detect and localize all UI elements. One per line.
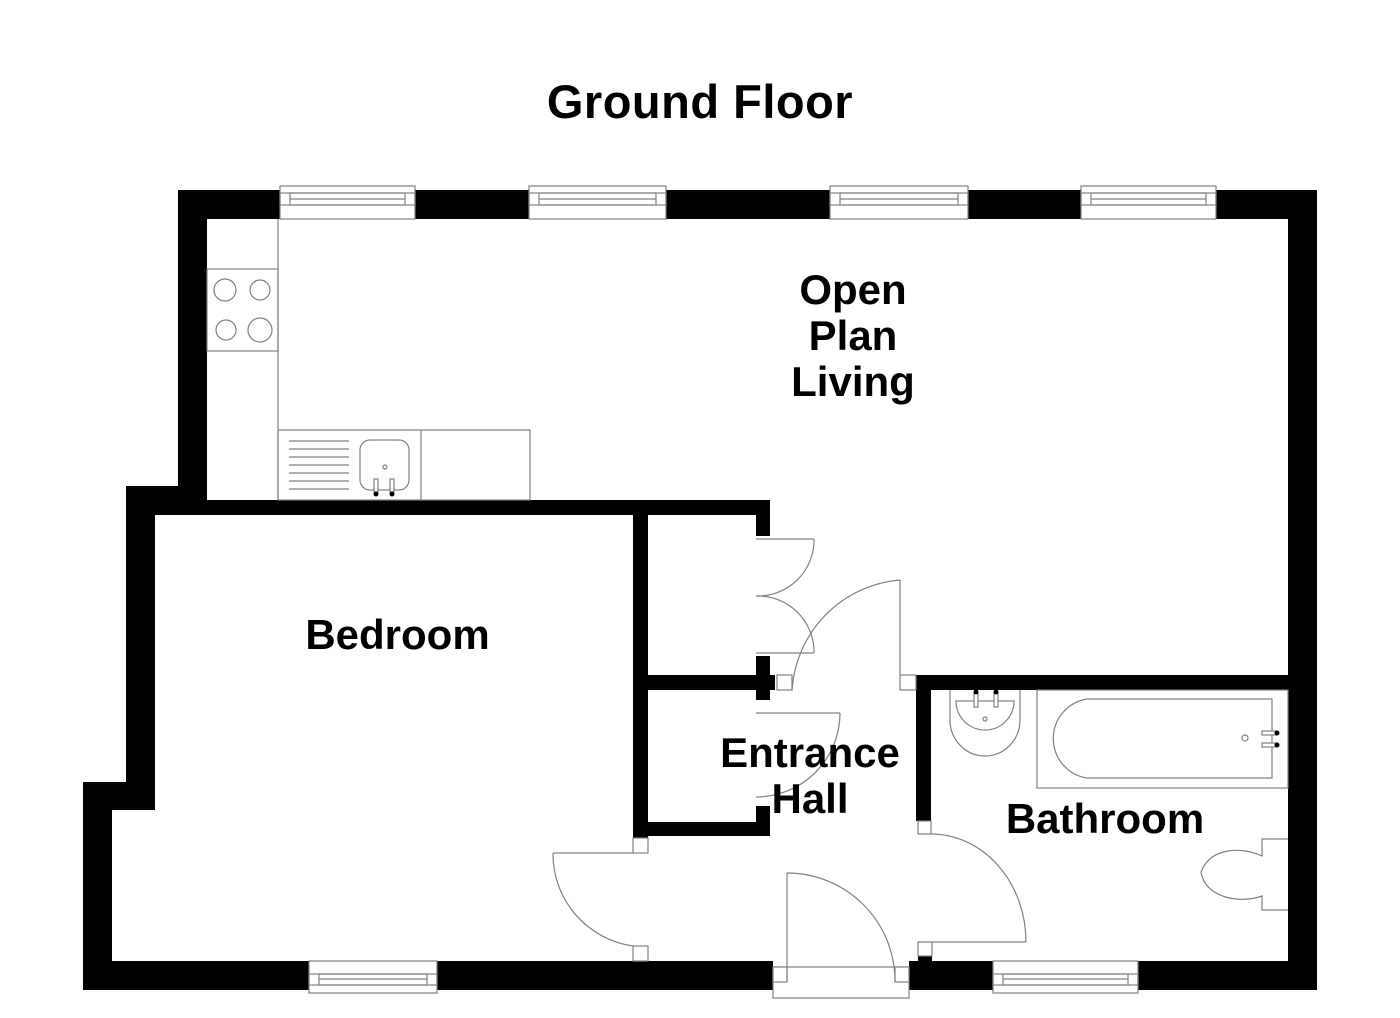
bath-icon <box>1036 689 1289 789</box>
cupboard-doors-upper <box>755 538 815 654</box>
drainer-icon <box>289 440 349 490</box>
room-label-open-plan-living: Open Plan Living <box>791 266 915 405</box>
room-label-entrance-hall: Entrance Hall <box>720 729 900 822</box>
window-bottom-bedroom <box>308 960 438 994</box>
door-bathroom <box>917 820 1027 957</box>
exterior-walls <box>83 190 1317 990</box>
window-top-3 <box>829 185 969 220</box>
kitchen-units <box>206 219 531 501</box>
window-top-1 <box>279 185 416 220</box>
hob-icon <box>206 268 279 352</box>
cupboard-door-lower <box>755 712 841 798</box>
windows <box>279 185 1217 994</box>
bathroom-fixtures <box>949 689 1289 911</box>
room-label-bedroom: Bedroom <box>305 611 490 658</box>
floor-title: Ground Floor <box>546 75 854 128</box>
room-label-bathroom: Bathroom <box>1005 795 1205 842</box>
wash-basin-icon <box>949 689 1021 757</box>
window-top-2 <box>528 185 667 220</box>
front-door <box>772 872 910 999</box>
window-top-4 <box>1080 185 1217 220</box>
window-bottom-bathroom <box>992 960 1139 994</box>
kitchen-sink-icon <box>359 439 410 497</box>
door-living <box>776 579 917 691</box>
door-bedroom <box>552 837 649 962</box>
interior-walls <box>155 500 1291 838</box>
toilet-icon <box>1200 838 1288 911</box>
